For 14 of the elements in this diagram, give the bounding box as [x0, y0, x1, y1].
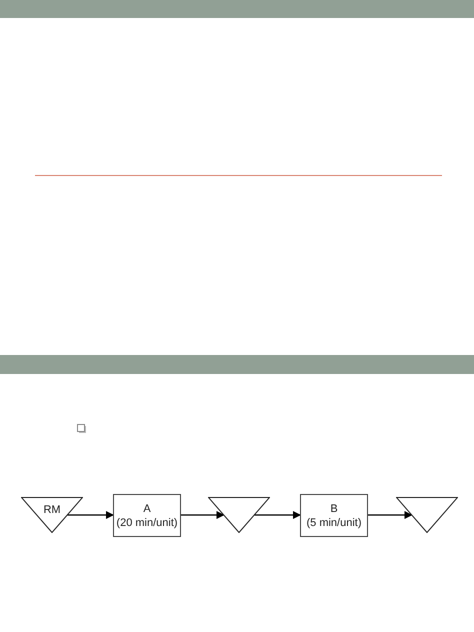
arrow	[254, 511, 301, 519]
process-box	[113, 494, 181, 537]
node-label: (5 min/unit)	[306, 516, 362, 530]
arrow	[181, 511, 224, 519]
process-box	[300, 494, 368, 537]
inventory-triangle	[21, 497, 83, 533]
inventory-triangle	[208, 497, 270, 533]
arrow	[368, 511, 412, 519]
node-label: (20 min/unit)	[116, 516, 178, 530]
inventory-triangle	[396, 497, 458, 533]
arrow	[68, 511, 114, 519]
process-name: B	[330, 502, 338, 516]
node-label: RM	[43, 503, 61, 517]
process-name: A	[143, 502, 151, 516]
